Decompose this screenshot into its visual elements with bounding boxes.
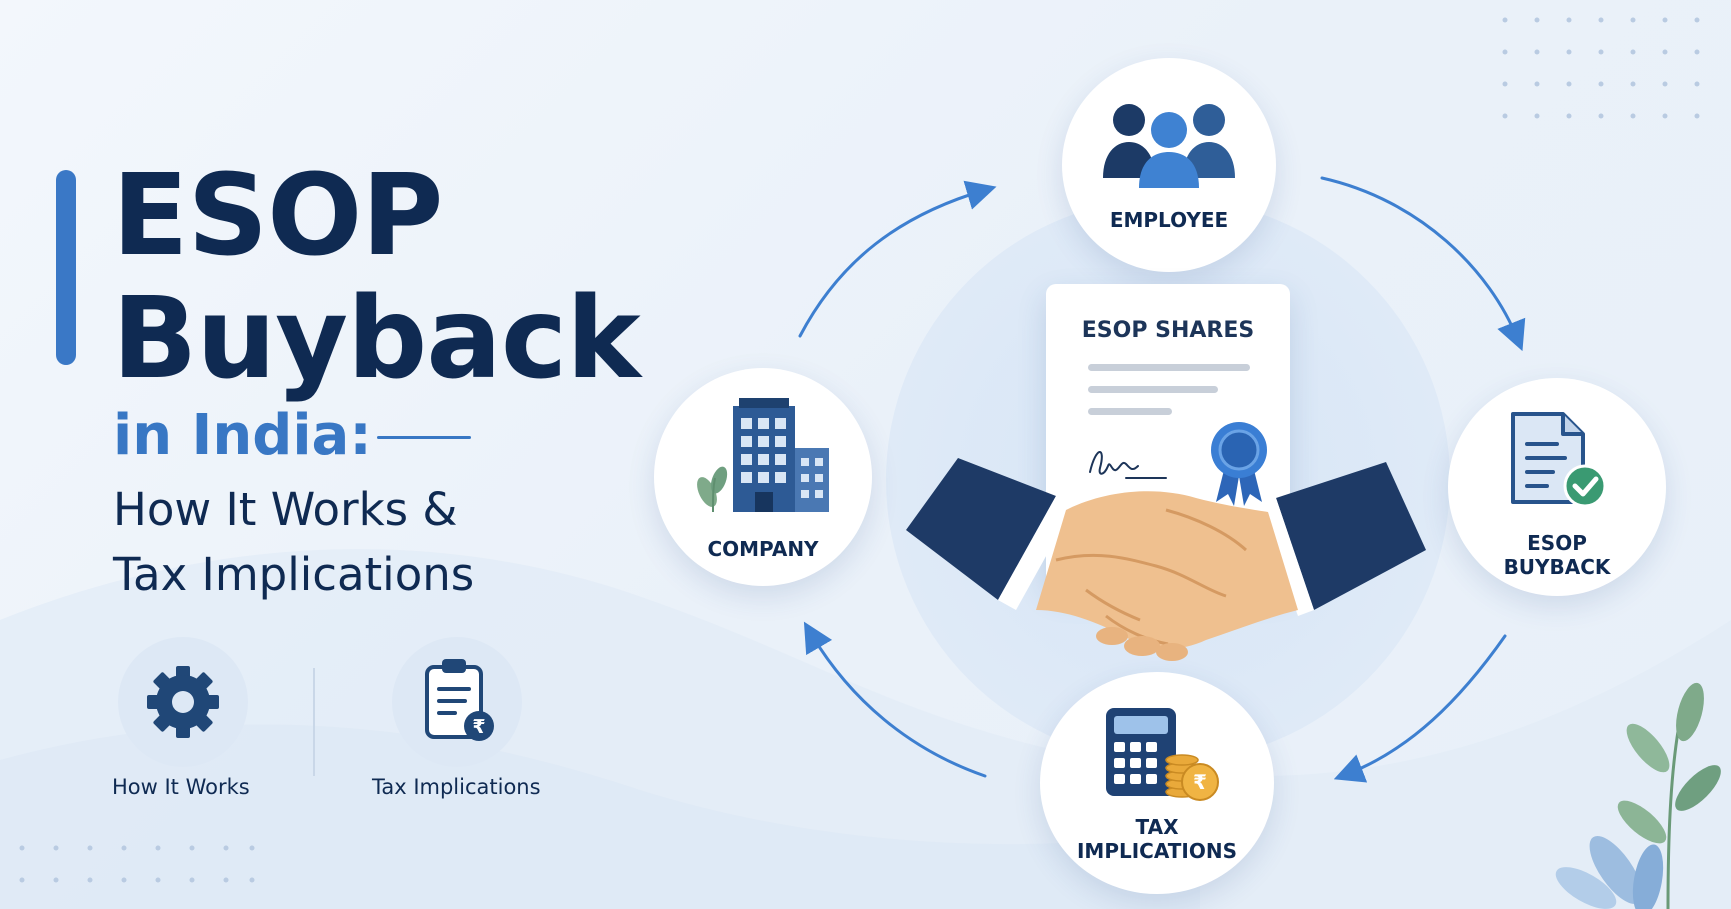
node-tax-label-line2: IMPLICATIONS — [1076, 839, 1238, 863]
plant-decor — [1555, 682, 1721, 909]
node-employee-label: EMPLOYEE — [1109, 208, 1229, 232]
document-line — [1088, 386, 1218, 393]
document-check-icon — [1511, 412, 1607, 508]
document-line — [1088, 408, 1172, 415]
svg-text:₹: ₹ — [472, 716, 485, 738]
feature-how-it-works — [118, 637, 248, 767]
subtitle-in-india: in India: — [113, 403, 372, 468]
dot-grid-bottom-left — [19, 845, 255, 883]
title-esop: ESOP — [112, 151, 443, 281]
node-tax-label-line1: TAX — [1135, 815, 1179, 839]
node-esop-buyback: ESOP BUYBACK — [1448, 378, 1666, 596]
tagline-line2: Tax Implications — [113, 548, 475, 601]
tagline-line1: How It Works & — [113, 483, 458, 536]
arrow-company-to-employee — [798, 180, 997, 338]
cycle-arrows — [798, 176, 1526, 783]
arrow-employee-to-buyback — [1320, 176, 1526, 352]
node-company: COMPANY — [654, 368, 872, 586]
node-employee: EMPLOYEE — [1062, 58, 1276, 272]
accent-bar — [56, 170, 76, 365]
node-tax-implications: ₹ TAX IMPLICATIONS — [1040, 672, 1274, 894]
feature-tax-implications-label: Tax Implications — [372, 775, 541, 799]
title-buyback: Buyback — [112, 274, 641, 404]
feature-tax-implications: ₹ — [392, 637, 522, 767]
node-buyback-label-line1: ESOP — [1527, 531, 1587, 555]
feature-divider — [313, 668, 315, 776]
svg-text:₹: ₹ — [1193, 770, 1207, 794]
document-title: ESOP SHARES — [1081, 318, 1255, 343]
building-icon — [697, 398, 829, 513]
node-buyback-label-line2: BUYBACK — [1503, 555, 1611, 579]
document-line — [1088, 364, 1250, 371]
people-icon — [1103, 104, 1235, 188]
arrow-tax-to-company — [803, 621, 987, 778]
handshake-icon — [906, 458, 1426, 661]
clipboard-rupee-icon: ₹ — [425, 659, 494, 741]
subtitle-rule — [377, 436, 471, 439]
signature-icon — [1089, 451, 1167, 479]
award-ribbon-icon — [1211, 422, 1267, 506]
calculator-coins-icon: ₹ — [1106, 708, 1219, 801]
arrow-buyback-to-tax — [1333, 634, 1507, 783]
dot-grid-top-right — [1502, 17, 1700, 119]
feature-how-it-works-label: How It Works — [112, 775, 250, 799]
node-company-label: COMPANY — [707, 537, 819, 561]
gear-icon — [147, 666, 219, 738]
